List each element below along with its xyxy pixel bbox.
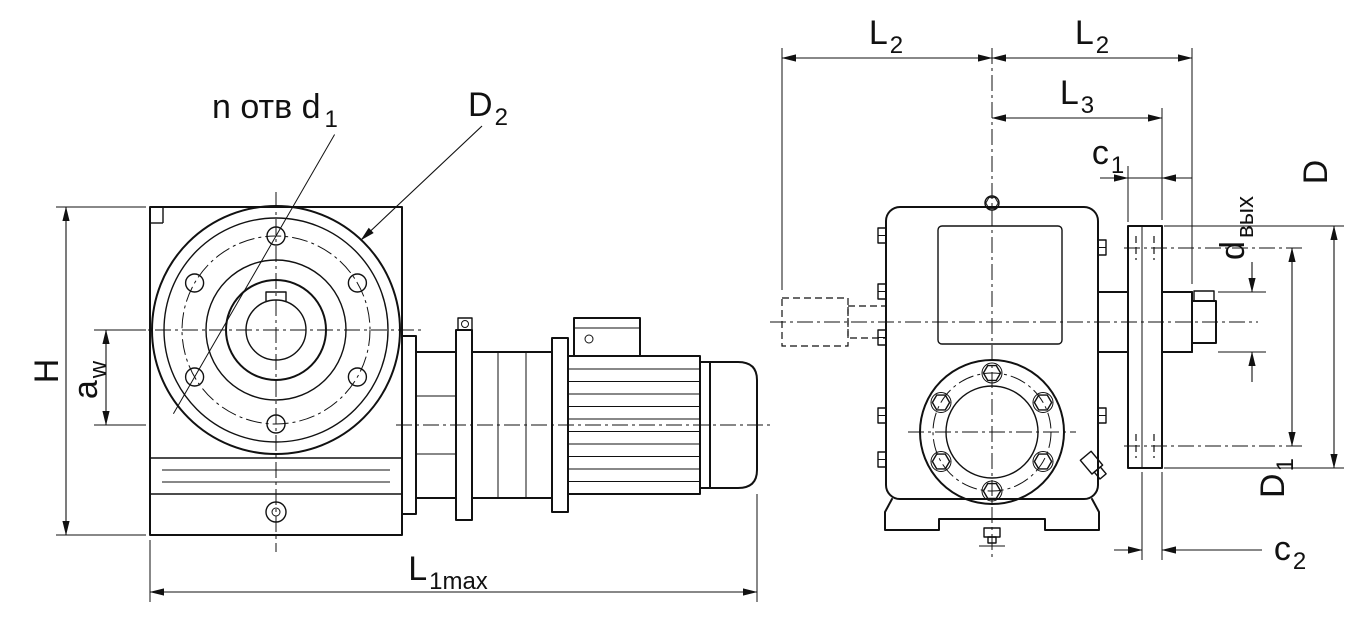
side-centerlines bbox=[770, 48, 1258, 558]
dim-label-D1: D1 bbox=[1254, 458, 1299, 498]
dim-L2-right: L2 bbox=[991, 14, 1193, 284]
dim-label-L3: L3 bbox=[1060, 74, 1094, 119]
fan-cowl bbox=[709, 361, 758, 489]
flange-bolt-holes bbox=[184, 226, 368, 434]
dim-D: D bbox=[1164, 160, 1344, 469]
worm-end-cover bbox=[919, 359, 1065, 505]
front-view: H aw L1max n отв d1 D2 bbox=[28, 86, 772, 602]
dim-c2: c2 bbox=[1114, 472, 1306, 575]
holes-leader-line bbox=[172, 134, 336, 414]
cover-bolts bbox=[930, 362, 1054, 502]
dim-label-c1: c1 bbox=[1092, 134, 1124, 179]
dim-label-L1max: L1max bbox=[408, 550, 488, 595]
cover-bolt-circle bbox=[932, 372, 1052, 492]
terminal-box bbox=[573, 317, 641, 357]
output-flange-side bbox=[1127, 225, 1163, 469]
mounting-feet bbox=[884, 450, 1107, 547]
front-centerlines bbox=[128, 192, 424, 552]
shaft-key bbox=[1193, 290, 1215, 302]
second-shaft-end-phantom bbox=[781, 297, 887, 347]
dim-label-D2: D2 bbox=[468, 86, 508, 131]
dim-label-L2-right: L2 bbox=[1075, 14, 1109, 59]
motor-assembly bbox=[396, 317, 772, 521]
dim-d-out: dвых bbox=[1214, 196, 1266, 382]
dim-label-H: H bbox=[28, 359, 66, 384]
callout-D2: D2 bbox=[360, 86, 508, 241]
top-bolt bbox=[984, 195, 1000, 211]
d2-leader-line bbox=[360, 125, 483, 241]
side-bolt-bosses bbox=[877, 227, 1107, 468]
side-view: L2 L2 L3 c1 dвых bbox=[770, 14, 1344, 575]
dim-label-aw: aw bbox=[67, 360, 112, 399]
dim-c1: c1 bbox=[1092, 134, 1192, 222]
output-flange-shaft bbox=[1097, 225, 1217, 469]
dim-H: H bbox=[28, 206, 146, 536]
housing-window bbox=[937, 225, 1063, 345]
dim-L1max: L1max bbox=[149, 494, 758, 602]
keyway bbox=[265, 291, 287, 301]
motor-fins bbox=[568, 368, 700, 482]
dim-label-D: D bbox=[1297, 160, 1335, 185]
dim-aw: aw bbox=[67, 329, 146, 426]
dim-L2-left: L2 bbox=[781, 14, 993, 290]
dim-D1: D1 bbox=[1124, 247, 1302, 498]
dim-label-c2: c2 bbox=[1274, 530, 1306, 575]
dim-label-d-out: dвых bbox=[1214, 196, 1259, 260]
dim-label-L2-left: L2 bbox=[869, 14, 903, 59]
dim-L3: L3 bbox=[991, 74, 1163, 220]
breather-plug bbox=[1079, 450, 1107, 480]
